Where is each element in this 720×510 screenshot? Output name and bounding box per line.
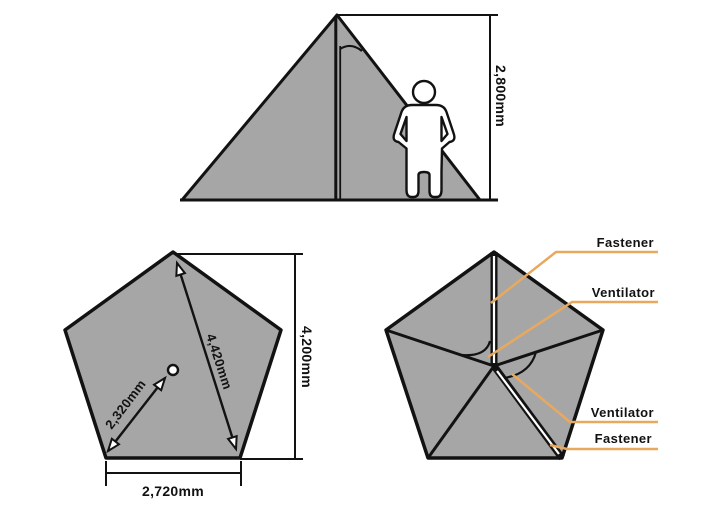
ventilator-top-label: Ventilator (592, 285, 655, 300)
ridge-seam (493, 328, 604, 368)
fastener-seam-bottom-gap (496, 370, 560, 455)
person-figure (392, 79, 456, 199)
front-width-dimension: 2,720mm (105, 461, 242, 499)
depth-dimension-label: 4,200mm (299, 326, 315, 388)
ventilator-arc-top (460, 340, 492, 357)
pole-position-marker (166, 363, 180, 377)
ventilator-bottom-leader-line (511, 373, 658, 424)
fastener-bottom-leader-line (549, 443, 658, 451)
front-width-dimension-label: 2,720mm (142, 483, 204, 499)
floor-plan-pentagon (63, 250, 283, 460)
ventilator-arc-bottom (503, 351, 538, 380)
height-dimension: 2,800mm (337, 14, 509, 200)
ridge-seam (385, 328, 495, 368)
ventilator-top-leader-line (487, 300, 658, 359)
fastener-top-label: Fastener (597, 235, 654, 250)
fastener-top-leader-line (490, 250, 658, 304)
pole-offset-dimension-arrow (106, 375, 167, 454)
diagonal-dimension-arrow (175, 260, 238, 452)
fastener-bottom-label: Fastener (595, 431, 652, 446)
ridge-seam (426, 365, 496, 459)
person-head (411, 79, 437, 105)
person-body (392, 103, 456, 199)
tent-top-view: Fastener Ventilator Ventilator Fastener (384, 235, 658, 461)
tent-floor-plan: 4,420mm 2,320mm 4,200mm 2,720mm (63, 250, 315, 499)
tent-side-view: 2,800mm (180, 13, 509, 202)
ventilator-bottom-label: Ventilator (591, 405, 654, 420)
depth-dimension: 4,200mm (176, 253, 315, 460)
side-vent-arc (339, 44, 363, 52)
height-dimension-label: 2,800mm (493, 65, 509, 127)
